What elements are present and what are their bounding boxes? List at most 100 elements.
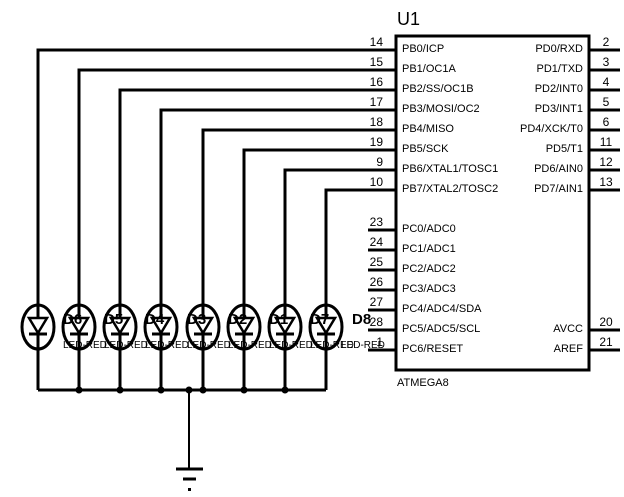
pin-label: PC1/ADC1 [402,243,456,255]
pin-label: PC5/ADC5/SCL [402,323,480,335]
pin-number: 9 [376,155,383,169]
led-value: LED-RED [341,340,385,351]
pin-number: 16 [370,75,384,89]
chip-ref: U1 [397,9,420,29]
pin-label: PC2/ADC2 [402,263,456,275]
pin-label: PD2/INT0 [535,83,583,95]
junctions [75,386,289,394]
pin-label: PC4/ADC4/SDA [402,303,482,315]
pin-label: PB0/ICP [402,43,444,55]
pin-number: 5 [603,95,610,109]
pin-label: PD7/AIN1 [534,183,583,195]
pin-number: 18 [370,115,384,129]
pin-number: 27 [370,295,384,309]
led-ref: D8 [352,311,371,328]
junction-dot [116,386,124,394]
wire [118,88,364,306]
pin-label: PD4/XCK/T0 [520,123,583,135]
junction-dot [240,386,248,394]
diode-icon [273,306,297,348]
pin-label: PB3/MOSI/OC2 [402,103,480,115]
pin-label: AVCC [553,323,583,335]
pin-label: PB2/SS/OC1B [402,83,474,95]
led-ref: D1 [269,311,288,328]
pin-label: PB1/OC1A [402,63,456,75]
pin-number: 21 [599,335,613,349]
pin-label: PC0/ADC0 [402,223,456,235]
chip-right-pins: 2PD0/RXD3PD1/TXD4PD2/INT05PD3/INT16PD4/X… [520,35,620,355]
diode-icon [232,306,256,348]
pin-number: 25 [370,255,384,269]
pin-number: 1 [376,335,383,349]
led-body [308,303,344,351]
led-body [20,303,56,351]
pin-label: PB5/SCK [402,143,449,155]
pin-label: PD0/RXD [535,43,583,55]
pin-number: 3 [603,55,610,69]
pin-number: 2 [603,35,610,49]
led-body [61,303,97,351]
junction-dot [75,386,83,394]
led-value: LED-RED [145,340,189,351]
led-body [267,303,303,351]
led-value: LED-RED [63,340,107,351]
chip-body[interactable] [394,34,591,372]
led-ref: D3 [187,311,206,328]
junction-dot [185,386,193,394]
led-value: LED-RED [104,340,148,351]
diode-icon [314,306,338,348]
diode-icon [26,306,50,348]
pin-number: 17 [370,95,384,109]
junction-dot [157,386,165,394]
led-body [143,303,179,351]
pin-label: PD6/AIN0 [534,163,583,175]
pin-number: 24 [370,235,384,249]
wire [36,48,364,306]
led-value: LED-RED [228,340,272,351]
led-value: LED-RED [310,340,354,351]
pin-number: 12 [599,155,613,169]
pin-label: PD3/INT1 [535,103,583,115]
chip-part: ATMEGA8 [397,377,449,389]
wire [242,148,364,306]
ground-icon [176,467,203,491]
pin-label: PB6/XTAL1/TOSC1 [402,163,498,175]
pin-number: 20 [599,315,613,329]
wire [77,68,364,306]
led-ref: D4 [145,311,165,328]
pin-number: 10 [370,175,384,189]
